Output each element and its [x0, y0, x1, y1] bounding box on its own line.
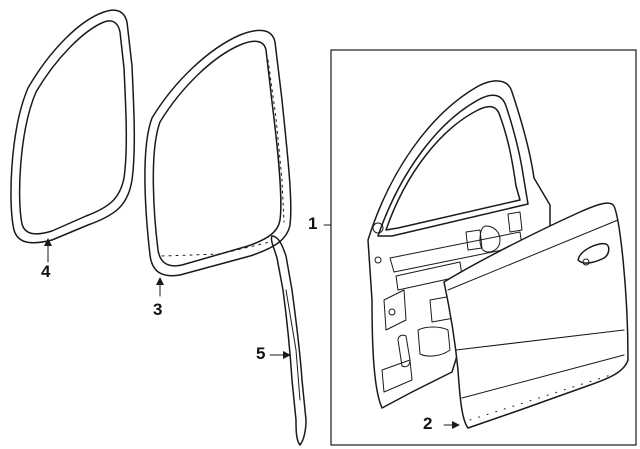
part-2-outer-panel: [443, 202, 629, 429]
callout-5: 5: [256, 344, 266, 363]
part-4-weatherstrip: [10, 9, 136, 263]
callout-1: 1: [308, 214, 318, 233]
callout-4: 4: [41, 262, 51, 281]
part-1-door-shell: [367, 80, 551, 409]
part-5-seal-strip: [269, 235, 307, 446]
assembly-frame: [330, 49, 637, 446]
callout-3: 3: [153, 300, 163, 319]
callout-2: 2: [423, 414, 433, 433]
part-3-weatherstrip: [144, 29, 292, 297]
